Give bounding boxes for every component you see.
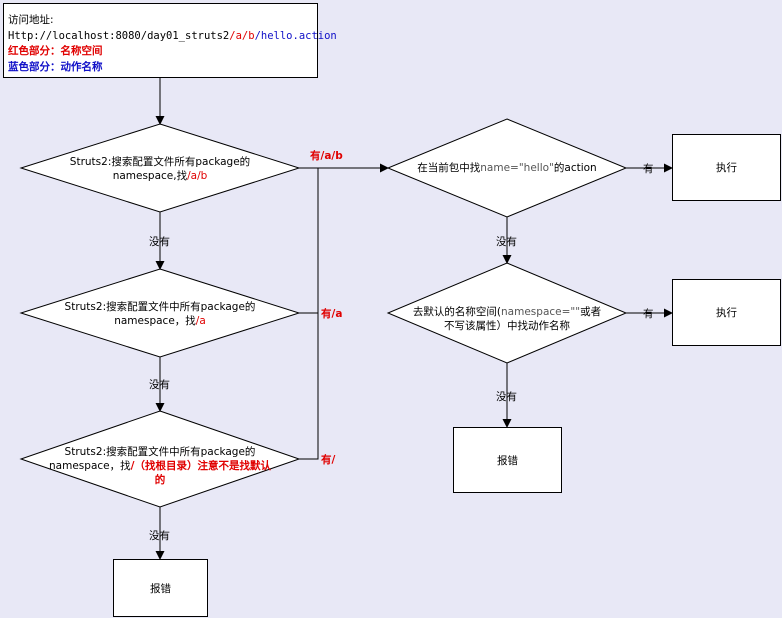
note-title: 访问地址: — [8, 14, 54, 26]
decision-2-line2: namespace，找/a — [45, 314, 275, 328]
label-yes-a: 有/a — [321, 308, 343, 320]
note-url-prefix: Http://localhost:8080/day01_struts2 — [8, 29, 230, 42]
decision-5-suffix: 或者 — [580, 306, 602, 318]
error-box-right: 报错 — [453, 427, 562, 493]
label-no-d5: 没有 — [496, 391, 517, 403]
error-box-left: 报错 — [113, 559, 208, 617]
decision-2-prefix: namespace，找 — [114, 315, 196, 327]
decision-5-text: 去默认的名称空间(namespace=""或者 不写该属性）中找动作名称 — [400, 305, 614, 333]
decision-3-line2: namespace，找/（找根目录）注意不是找默认 — [40, 459, 280, 473]
decision-3-line1: Struts2:搜索配置文件中所有package的 — [64, 446, 256, 458]
decision-5-line2: 不写该属性）中找动作名称 — [444, 320, 570, 332]
note-url-action: /hello.action — [254, 29, 337, 42]
line-d2-yes — [299, 168, 319, 314]
decision-4-text: 在当前包中找name="hello"的action — [400, 161, 614, 175]
execute-box-1: 执行 — [672, 134, 781, 201]
decision-2-line1: Struts2:搜索配置文件中所有package的 — [64, 301, 256, 313]
decision-2-text: Struts2:搜索配置文件中所有package的 namespace，找/a — [45, 300, 275, 328]
decision-5-line1: 去默认的名称空间(namespace=""或者 — [400, 305, 614, 319]
decision-5-prefix: 去默认的名称空间( — [412, 306, 502, 318]
decision-4-prefix: 在当前包中找 — [417, 162, 481, 174]
decision-2-namespace: /a — [195, 315, 206, 327]
decision-4-name-attr: name="hello" — [480, 162, 554, 174]
label-no-d4: 没有 — [496, 236, 517, 248]
note-blue-legend: 蓝色部分：动作名称 — [8, 60, 103, 73]
url-note-box: 访问地址: Http://localhost:8080/day01_struts… — [3, 3, 337, 78]
execute-box-2: 执行 — [672, 279, 781, 346]
label-no-d3: 没有 — [149, 530, 170, 542]
line-d3-yes — [299, 168, 319, 460]
decision-4-suffix: 的action — [553, 162, 597, 174]
decision-1-line1: Struts2:搜索配置文件所有package的 — [69, 156, 251, 168]
label-no-d1: 没有 — [149, 236, 170, 248]
label-yes-ab: 有/a/b — [310, 150, 343, 162]
label-no-d2: 没有 — [149, 379, 170, 391]
decision-1-text: Struts2:搜索配置文件所有package的 namespace,找/a/b — [50, 155, 270, 183]
label-yes-d4: 有 — [643, 163, 654, 175]
decision-5-attr: namespace="" — [501, 306, 581, 318]
decision-1-namespace: /a/b — [187, 170, 208, 182]
note-url-namespace: /a/b — [229, 29, 255, 42]
decision-3-text: Struts2:搜索配置文件中所有package的 namespace，找/（找… — [40, 445, 280, 487]
decision-1-line2: namespace,找/a/b — [50, 169, 270, 183]
decision-3-prefix: namespace，找 — [49, 460, 131, 472]
label-yes-d5: 有 — [643, 308, 654, 320]
decision-1-prefix: namespace,找 — [112, 170, 188, 182]
decision-3-line3: 的 — [154, 474, 166, 486]
label-yes-root: 有/ — [321, 454, 336, 466]
note-red-legend: 红色部分：名称空间 — [8, 45, 103, 57]
note-url: Http://localhost:8080/day01_struts2/a/b/… — [8, 29, 337, 45]
decision-3-namespace: /（找根目录）注意不是找默认 — [130, 460, 271, 472]
